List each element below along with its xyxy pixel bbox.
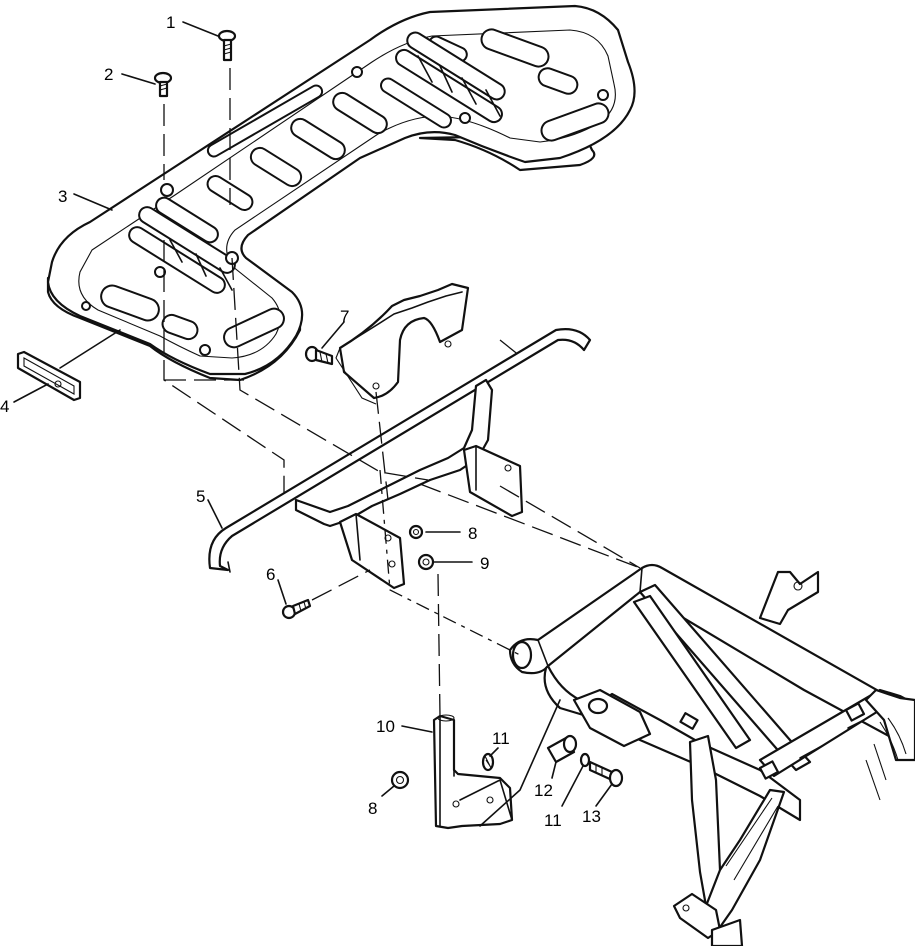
callout-11-lower: 11 [544, 811, 562, 830]
side-mount-plate [462, 444, 524, 518]
vehicle-frame [508, 563, 915, 946]
nut-9 [417, 553, 435, 571]
callout-5: 5 [196, 487, 205, 506]
callout-7: 7 [340, 307, 349, 326]
leader-lines [13, 21, 613, 807]
washer-11 [481, 752, 495, 772]
left-mount-plate [338, 512, 406, 590]
spacer-12 [546, 734, 578, 764]
rear-rack [46, 4, 636, 382]
nut-8-lower [390, 770, 410, 790]
screw-6 [281, 569, 371, 620]
callout-12: 12 [534, 781, 553, 800]
support-bracket-10 [432, 714, 514, 830]
callout-4: 4 [0, 397, 9, 416]
callout-6: 6 [266, 565, 275, 584]
callout-10: 10 [376, 717, 395, 736]
screw-1 [217, 29, 237, 62]
screw-7 [304, 345, 334, 366]
callout-3: 3 [58, 187, 67, 206]
assembly-lines [163, 240, 641, 827]
washer-11-lower [579, 752, 591, 768]
support-flange [294, 378, 494, 528]
callout-13: 13 [582, 807, 601, 826]
callout-11: 11 [492, 729, 510, 748]
reflector [16, 329, 121, 402]
screw-2 [153, 71, 173, 98]
callout-8-lower: 8 [368, 799, 377, 818]
callout-9: 9 [480, 554, 489, 573]
callout-2: 2 [104, 65, 113, 84]
rear-panel-bracket [335, 282, 470, 405]
callout-8: 8 [468, 524, 477, 543]
rack-support-bar [208, 328, 592, 573]
nut-8 [408, 524, 424, 540]
bolt-13 [588, 760, 624, 788]
callout-1: 1 [166, 13, 175, 32]
